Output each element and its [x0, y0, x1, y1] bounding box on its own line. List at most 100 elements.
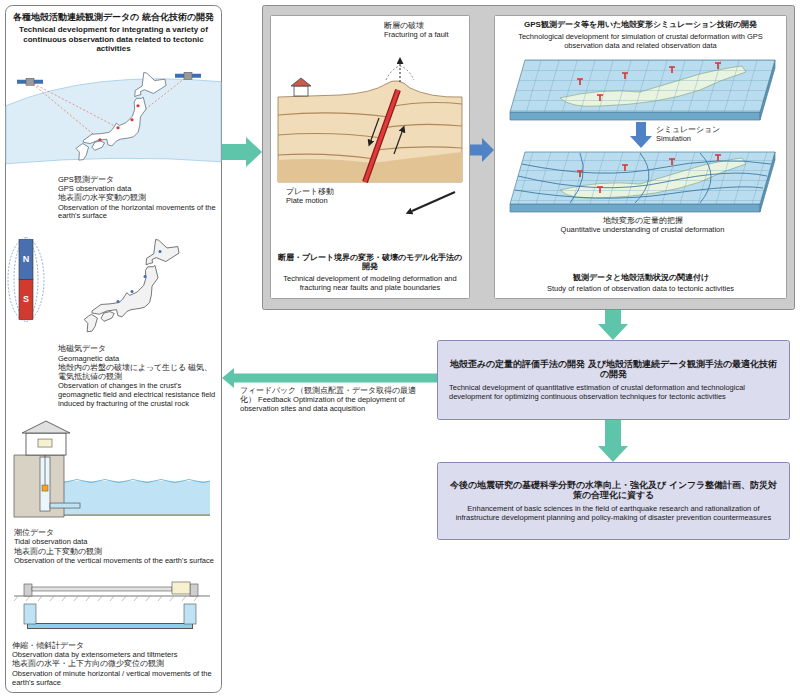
figure-label: プレート移動 — [286, 188, 376, 197]
fault-illustration — [278, 81, 462, 182]
deformation-map — [597, 95, 603, 101]
figure-label: Plate motion — [286, 197, 376, 206]
figure-label: 地殻変形の定量的把握 — [504, 217, 781, 226]
box-title: 今後の地震研究の基礎科学分野の水準向上・強化及び インフラ整備計画、防災対策の合… — [449, 480, 778, 500]
deformation-map — [510, 152, 775, 204]
magnet-illustration — [144, 275, 147, 278]
extensometer-illustration — [30, 614, 190, 626]
flow-arrow — [234, 374, 437, 383]
data-name: 地磁気データ — [58, 345, 216, 354]
fault-illustration — [294, 86, 308, 96]
extensometer-illustration — [24, 584, 32, 596]
data-name: GPS observation data — [58, 185, 216, 194]
box-outline — [263, 6, 795, 310]
deformation-map — [510, 60, 775, 212]
fault-illustration — [400, 64, 401, 82]
extensometer-illustration — [30, 606, 190, 626]
gps-illustration — [76, 72, 166, 160]
data-note: 地表面の水平変動の観測 — [58, 194, 216, 203]
data-note: Observation of changes in the crust's ge… — [58, 382, 216, 409]
tide-gauge-illustration — [38, 439, 52, 447]
process-box: 断層・プレート境界の変形・破壊のモデル化手法の開発Technical devel… — [270, 15, 470, 299]
gps-illustration — [130, 118, 133, 121]
panel-title: 各種地殻活動連続観測データの 統合化技術の開発 — [13, 12, 214, 22]
extensometer-illustration — [172, 582, 190, 594]
box-subtitle: Enhancement of basic sciences in the fie… — [449, 504, 778, 522]
gps-illustration — [136, 104, 139, 107]
deformation-map — [622, 165, 628, 171]
extensometer-illustration — [184, 604, 196, 624]
result-box: 地殻歪みの定量的評価手法の開発 及び地殻活動連続データ観測手法の最適化技術の開発… — [437, 340, 790, 420]
deformation-map — [577, 171, 583, 177]
pole-label: N — [23, 254, 30, 265]
deformation-map — [510, 152, 775, 204]
data-note: Observation of the horizontal movements … — [58, 204, 216, 222]
data-note: Observation of minute horizontal / verti… — [12, 670, 216, 688]
fault-illustration — [412, 192, 455, 211]
tide-gauge-illustration — [50, 503, 80, 508]
flow-arrow — [222, 144, 246, 160]
tide-gauge-illustration — [42, 485, 48, 491]
data-note: 地殻内の岩盤の破壊によって生じる 磁気、電気抵抗値の観測 — [58, 364, 216, 382]
deformation-map — [510, 204, 760, 212]
box-title: 観測データと地殻活動状況の関連付け — [502, 273, 779, 283]
extensometer-illustration — [14, 582, 210, 626]
box-subtitle: Technical development of quantitative es… — [449, 383, 778, 401]
deformation-map — [630, 122, 652, 148]
extensometer-illustration — [14, 596, 198, 601]
input-panel: 各種地殻活動連続観測データの 統合化技術の開発Technical develop… — [5, 5, 222, 693]
figure-label: 断層の破壊 — [384, 22, 466, 31]
magnet-illustration — [19, 240, 33, 280]
data-name: Geomagnetic data — [58, 355, 216, 364]
fault-illustration — [371, 118, 379, 140]
deformation-map — [669, 67, 675, 73]
tide-gauge-illustration — [22, 421, 70, 433]
flow-arrow — [605, 420, 621, 446]
extensometer-illustration — [14, 595, 210, 596]
tide-gauge-illustration — [14, 421, 210, 517]
gps-illustration — [6, 79, 221, 164]
flow-arrow — [605, 310, 621, 324]
magnet-illustration — [8, 238, 179, 332]
magnet-illustration — [8, 238, 44, 322]
flow-arrow — [470, 145, 482, 156]
deformation-map — [622, 73, 628, 79]
figure-label: シミュレーション — [656, 126, 746, 135]
box-title: 断層・プレート境界の変形・破壊のモデル化手法の開発 — [277, 253, 463, 272]
data-name: GPS観測データ — [58, 176, 216, 185]
box-outline — [438, 463, 790, 540]
deformation-map — [715, 63, 721, 69]
deformation-map — [577, 79, 583, 85]
extensometer-illustration — [32, 587, 172, 591]
data-note: Observation of the vertical movements of… — [14, 557, 216, 566]
fault-illustration — [278, 64, 462, 211]
box-outline — [271, 16, 470, 299]
box-outline — [495, 16, 787, 299]
magnet-illustration — [117, 300, 120, 303]
gps-illustration — [98, 138, 101, 141]
deformation-map — [510, 60, 775, 112]
group-panel: 断層・プレート境界の変形・破壊のモデル化手法の開発Technical devel… — [262, 5, 795, 310]
data-name: Observation data by extensometers and ti… — [12, 651, 216, 660]
data-note: 地表面の水平・上下方向の微少変位の観測 — [12, 660, 216, 669]
gps-illustration — [175, 72, 201, 79]
box-title: GPS観測データ等を用いた地殻変形シミュレーション技術の開発 — [502, 20, 779, 30]
data-name: 伸縮・傾斜計データ — [12, 642, 216, 651]
box-title: 地殻歪みの定量的評価手法の開発 及び地殻活動連続データ観測手法の最適化技術の開発 — [449, 359, 778, 379]
pole-label: S — [23, 294, 29, 305]
figure-label: Quantitative understanding of crustal de… — [504, 226, 781, 235]
data-name: Tidal observation data — [14, 538, 216, 547]
deformation-map — [715, 155, 721, 161]
gps-illustration — [6, 72, 221, 164]
fault-illustration — [386, 66, 414, 80]
magnet-illustration — [84, 239, 179, 331]
box-subtitle: Study of relation of observation data to… — [502, 284, 779, 293]
box-outline — [438, 341, 790, 420]
fault-illustration — [365, 90, 398, 182]
deformation-map — [669, 159, 675, 165]
fault-illustration — [394, 132, 402, 154]
